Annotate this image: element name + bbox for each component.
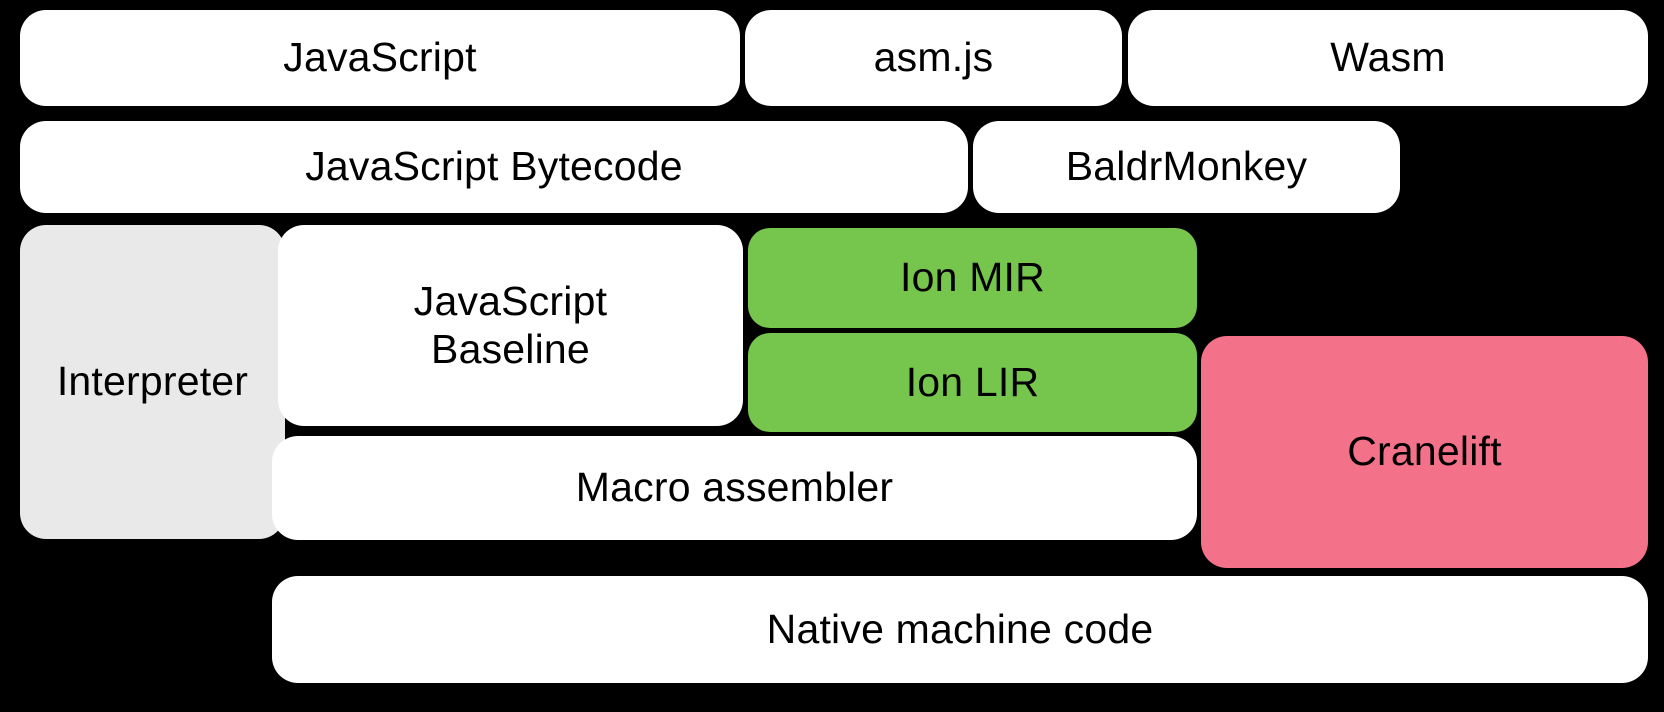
box-ion-lir[interactable]: Ion LIR — [748, 333, 1197, 432]
box-interpreter[interactable]: Interpreter — [20, 225, 285, 539]
box-label: BaldrMonkey — [1065, 143, 1308, 190]
box-baldrmonkey[interactable]: BaldrMonkey — [973, 121, 1400, 213]
box-label: Cranelift — [1347, 428, 1502, 475]
box-label: Native machine code — [766, 605, 1154, 652]
box-javascript-baseline[interactable]: JavaScript Baseline — [278, 225, 743, 426]
box-javascript-bytecode[interactable]: JavaScript Bytecode — [20, 121, 968, 213]
box-wasm[interactable]: Wasm — [1128, 10, 1648, 106]
box-javascript[interactable]: JavaScript — [20, 10, 740, 106]
box-macro-assembler[interactable]: Macro assembler — [272, 436, 1197, 540]
box-label: Ion MIR — [900, 254, 1045, 301]
box-label: Interpreter — [56, 358, 249, 405]
box-asm-js[interactable]: asm.js — [745, 10, 1122, 106]
box-label: JavaScript Baseline — [413, 278, 608, 372]
box-ion-mir[interactable]: Ion MIR — [748, 228, 1197, 328]
box-label: JavaScript Bytecode — [305, 143, 683, 190]
box-label: JavaScript — [283, 34, 477, 81]
box-label: Macro assembler — [575, 464, 894, 511]
box-label: Ion LIR — [905, 358, 1040, 405]
box-label: Wasm — [1330, 34, 1446, 81]
box-label: asm.js — [873, 34, 994, 81]
box-cranelift[interactable]: Cranelift — [1201, 336, 1648, 568]
box-native-machine-code[interactable]: Native machine code — [272, 576, 1648, 683]
